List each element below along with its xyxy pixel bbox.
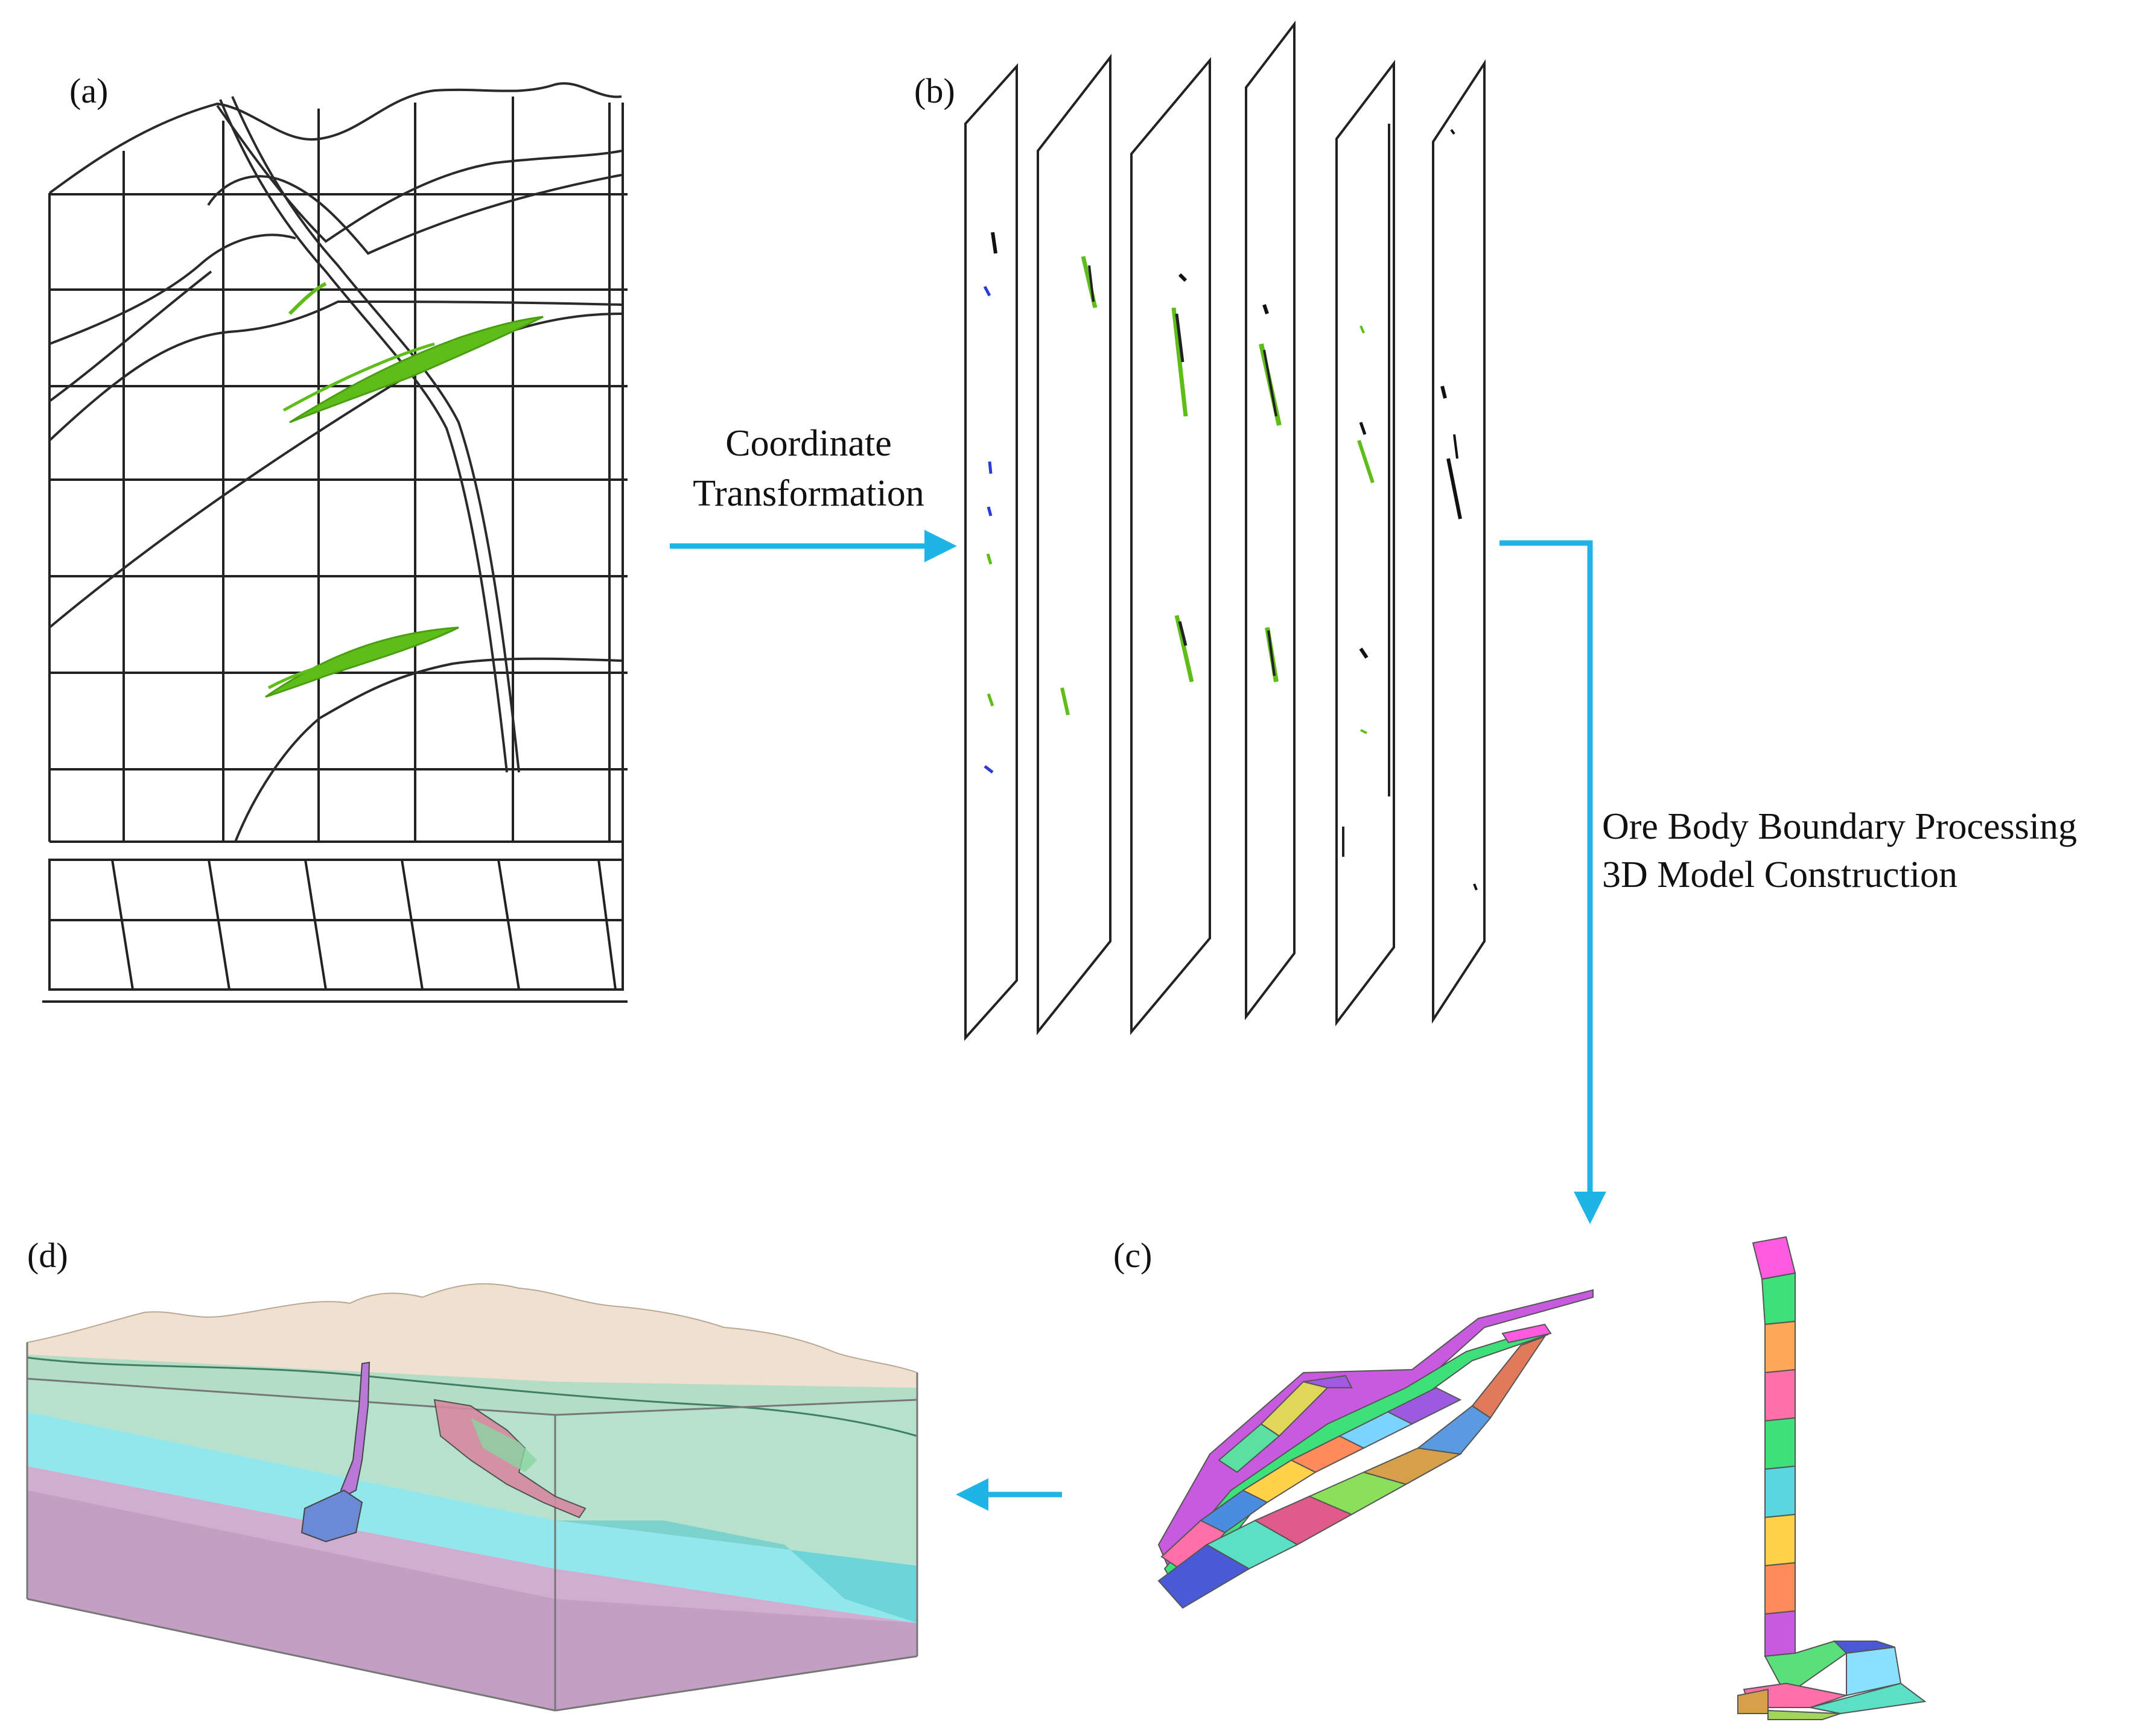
arrow-elbow-down (1499, 540, 1606, 1224)
section-plane-1 (964, 63, 1018, 1041)
layer-cyan (27, 1412, 917, 1623)
step-orebody-line1: Ore Body Boundary Processing (1602, 806, 2077, 847)
panel-c-orebody-models: (c) (1113, 1236, 1927, 1720)
orebody-pipe-model (1737, 1236, 1927, 1720)
section-plane-2 (1037, 54, 1111, 1035)
section-plane-3 (1130, 57, 1211, 1035)
plan-strip (42, 859, 628, 1003)
panel-b-sections: (b) (914, 21, 1486, 1041)
ore-traces (983, 124, 1478, 891)
panel-c-label: (c) (1113, 1236, 1152, 1275)
panel-d-label: (d) (27, 1236, 68, 1275)
panel-a-label: (a) (69, 71, 108, 110)
panel-b-label: (b) (914, 71, 955, 110)
step-coordinate-line1: Coordinate (725, 423, 892, 464)
coordinate-transformation-step: Coordinate Transformation (670, 423, 957, 562)
geologic-contacts (48, 82, 622, 842)
embedded-orebodies (301, 1361, 587, 1543)
orebody-sheet-model (1157, 1289, 1594, 1609)
section-plane-4 (1245, 21, 1296, 1020)
orebody-processing-step: Ore Body Boundary Processing 3D Model Co… (1499, 540, 2077, 1224)
ore-bodies-section (265, 282, 544, 698)
panel-d-3d-model: (d) (26, 1236, 918, 1712)
model-box-edges (26, 1342, 918, 1712)
section-frame (48, 97, 628, 990)
step-orebody-line2: 3D Model Construction (1602, 854, 1957, 895)
section-plane-5 (1335, 60, 1395, 1026)
step-coordinate-line2: Transformation (693, 473, 924, 514)
section-plane-6 (1432, 59, 1486, 1024)
panel-a-cross-section: (a) (42, 71, 628, 1003)
